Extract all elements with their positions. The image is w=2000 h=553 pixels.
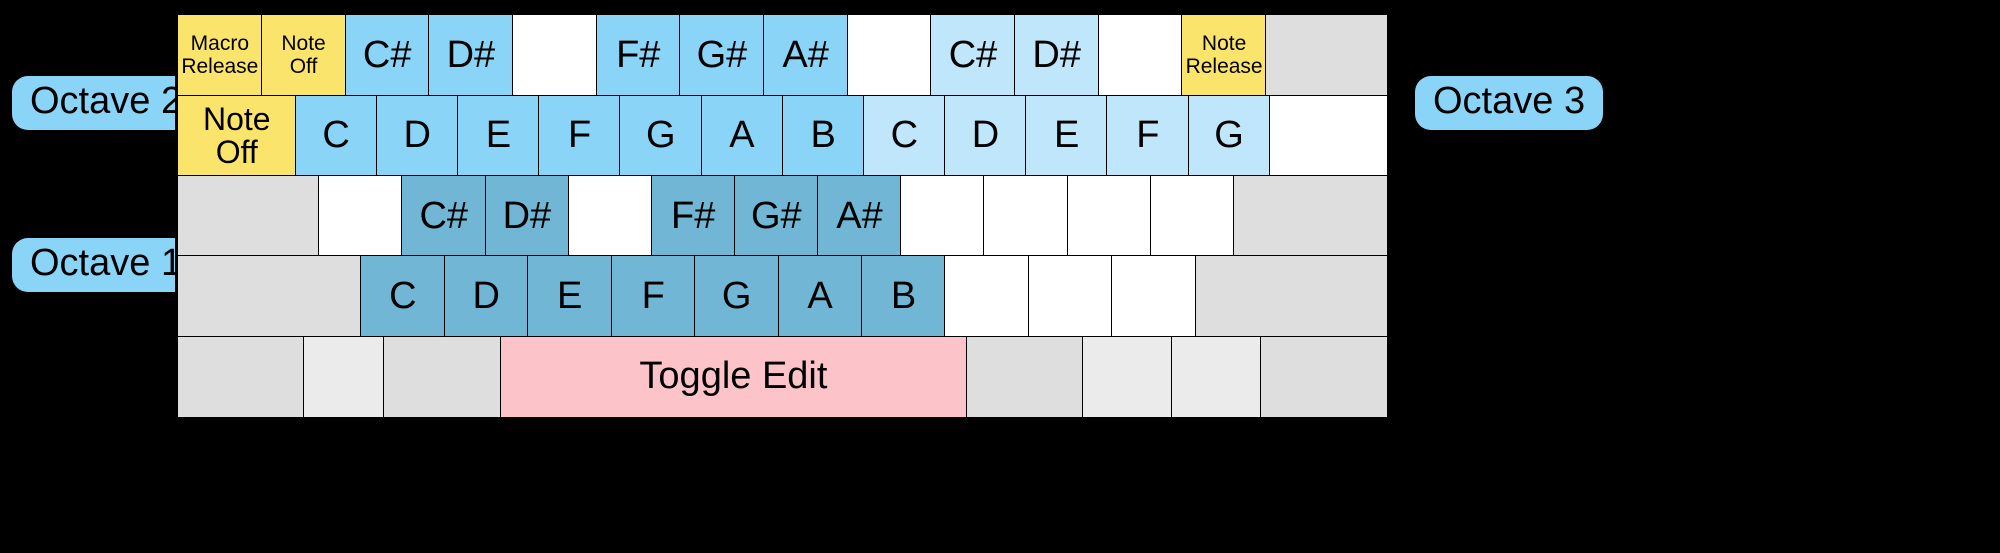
key-home-row-12-blank bbox=[1232, 175, 1388, 258]
key-top-letter-row-3-e[interactable]: E bbox=[457, 94, 540, 177]
key-number-row-5-fsharp[interactable]: F# bbox=[595, 14, 681, 97]
key-home-row-10-blank bbox=[1066, 175, 1152, 258]
key-home-row-0-blank bbox=[177, 175, 320, 258]
key-label-line: Release bbox=[181, 55, 259, 79]
key-top-letter-row-1-c[interactable]: C bbox=[294, 94, 378, 177]
key-number-row-4-blank bbox=[511, 14, 598, 97]
key-number-row-6-gsharp[interactable]: G# bbox=[679, 14, 765, 97]
keyboard-row-home-row: C#D# F#G#A# bbox=[177, 175, 1388, 258]
key-label-line: Off bbox=[289, 55, 318, 79]
key-number-row-13-blank bbox=[1265, 14, 1388, 97]
key-home-row-6-gsharp[interactable]: G# bbox=[733, 175, 819, 258]
octave-3-label: Octave 3 bbox=[1415, 76, 1604, 130]
key-label-line: Note bbox=[281, 31, 326, 55]
octave-1-label: Octave 1 bbox=[12, 238, 201, 292]
key-top-letter-row-7-b[interactable]: B bbox=[781, 94, 865, 177]
key-top-letter-row-10-e[interactable]: E bbox=[1025, 94, 1109, 177]
key-space-row-1-blank bbox=[303, 335, 385, 418]
key-home-row-11-blank bbox=[1149, 175, 1235, 258]
key-bottom-letter-row-5-g[interactable]: G bbox=[694, 255, 780, 338]
key-label-line: Off bbox=[215, 133, 258, 170]
key-label-line: Note bbox=[1201, 31, 1247, 55]
key-bottom-letter-row-2-d[interactable]: D bbox=[443, 255, 529, 338]
key-space-row-0-blank bbox=[177, 335, 305, 418]
key-number-row-10-dsharp[interactable]: D# bbox=[1014, 14, 1100, 97]
key-label-line: Release bbox=[1185, 55, 1263, 79]
key-top-letter-row-11-f[interactable]: F bbox=[1106, 94, 1190, 177]
keyboard-row-space-row: Toggle Edit bbox=[177, 335, 1388, 418]
key-bottom-letter-row-4-f[interactable]: F bbox=[610, 255, 696, 338]
key-bottom-letter-row-10-blank bbox=[1111, 255, 1197, 338]
key-bottom-letter-row-1-c[interactable]: C bbox=[360, 255, 446, 338]
key-space-row-3-toggle-edit[interactable]: Toggle Edit bbox=[499, 335, 968, 418]
key-label-line: Macro bbox=[190, 31, 250, 55]
key-bottom-letter-row-7-b[interactable]: B bbox=[861, 255, 947, 338]
key-home-row-5-fsharp[interactable]: F# bbox=[650, 175, 736, 258]
key-top-letter-row-2-d[interactable]: D bbox=[375, 94, 459, 177]
key-space-row-6-blank bbox=[1171, 335, 1262, 418]
key-space-row-5-blank bbox=[1082, 335, 1173, 418]
key-top-letter-row-5-g[interactable]: G bbox=[619, 94, 703, 177]
key-bottom-letter-row-9-blank bbox=[1027, 255, 1113, 338]
key-home-row-8-blank bbox=[900, 175, 985, 258]
key-number-row-2-csharp[interactable]: C# bbox=[344, 14, 430, 97]
key-home-row-7-asharp[interactable]: A# bbox=[817, 175, 902, 258]
key-label-line: Note bbox=[202, 100, 271, 137]
key-space-row-7-blank bbox=[1260, 335, 1388, 418]
key-number-row-3-dsharp[interactable]: D# bbox=[428, 14, 514, 97]
key-number-row-11-blank bbox=[1097, 14, 1184, 97]
key-space-row-4-blank bbox=[965, 335, 1084, 418]
key-home-row-2-csharp[interactable]: C# bbox=[401, 175, 487, 258]
key-top-letter-row-4-f[interactable]: F bbox=[538, 94, 621, 177]
key-bottom-letter-row-0-blank bbox=[177, 255, 362, 338]
key-home-row-3-dsharp[interactable]: D# bbox=[484, 175, 570, 258]
key-bottom-letter-row-6-a[interactable]: A bbox=[777, 255, 863, 338]
key-home-row-4-blank bbox=[567, 175, 653, 258]
octave-2-label: Octave 2 bbox=[12, 76, 201, 130]
key-home-row-1-blank bbox=[318, 175, 403, 258]
key-space-row-2-blank bbox=[382, 335, 502, 418]
key-number-row-9-csharp[interactable]: C# bbox=[930, 14, 1016, 97]
key-home-row-9-blank bbox=[983, 175, 1069, 258]
key-top-letter-row-12-g[interactable]: G bbox=[1187, 94, 1271, 177]
key-top-letter-row-8-c[interactable]: C bbox=[862, 94, 946, 177]
key-number-row-7-asharp[interactable]: A# bbox=[763, 14, 849, 97]
key-bottom-letter-row-11-blank bbox=[1194, 255, 1388, 338]
key-top-letter-row-13-blank bbox=[1268, 94, 1388, 177]
key-number-row-8-blank bbox=[846, 14, 932, 97]
key-top-letter-row-9-d[interactable]: D bbox=[944, 94, 1027, 177]
key-bottom-letter-row-3-e[interactable]: E bbox=[527, 255, 613, 338]
key-top-letter-row-6-a[interactable]: A bbox=[700, 94, 784, 177]
key-bottom-letter-row-8-blank bbox=[944, 255, 1030, 338]
